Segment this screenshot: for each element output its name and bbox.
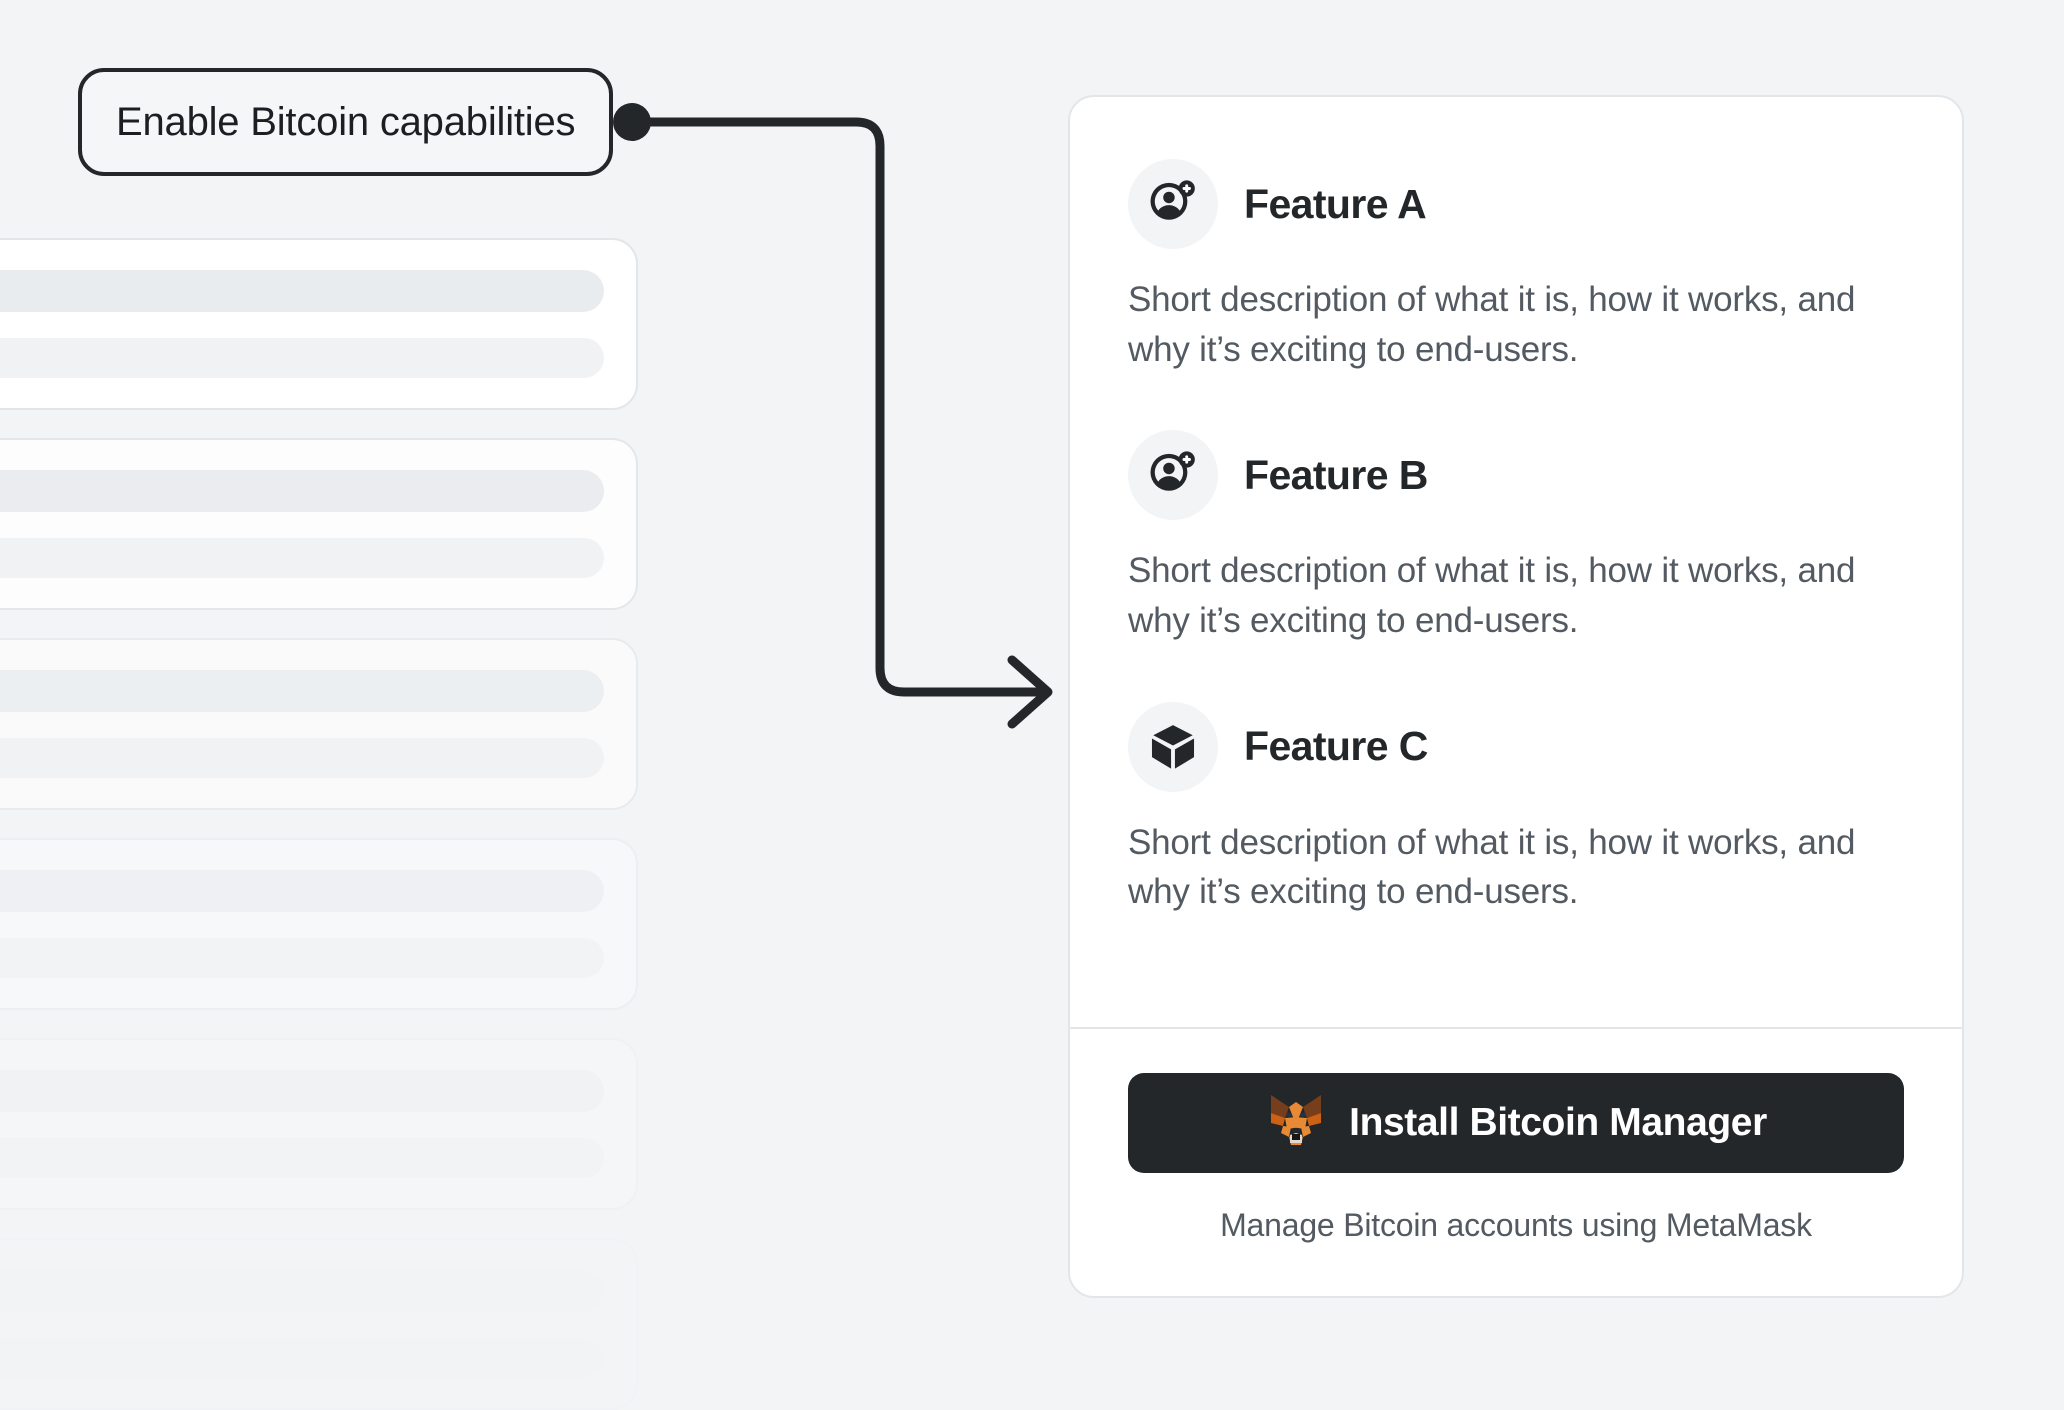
feature-title: Feature A [1244,180,1427,227]
feature-description: Short description of what it is, how it … [1128,551,1856,641]
placeholder-bar-primary [0,1270,604,1312]
features-list: Feature A Short description of what it i… [1070,97,1962,1027]
feature-title: Feature B [1244,451,1428,498]
placeholder-bar-primary [0,1070,604,1112]
feature-item: Feature A Short description of what it i… [1128,159,1904,374]
account-add-icon [1128,430,1218,521]
feature-header: Feature C [1128,701,1904,792]
background-placeholder-list [0,238,638,1410]
footer-caption: Manage Bitcoin accounts using MetaMask [1220,1207,1812,1243]
feature-item: Feature C Short description of what it i… [1128,701,1904,917]
placeholder-card [0,838,638,1010]
feature-description: Short description of what it is, how it … [1128,822,1856,912]
feature-title: Feature C [1244,723,1428,770]
placeholder-bar-secondary [0,937,604,978]
card-footer: Install Bitcoin Manager Manage Bitcoin a… [1070,1029,1962,1296]
placeholder-card [0,1238,638,1410]
placeholder-card [0,238,638,410]
cube-icon [1128,701,1218,792]
connector-anchor-dot [613,103,651,141]
card-divider [1070,1027,1962,1029]
placeholder-bar-secondary [0,1137,604,1178]
account-add-icon [1128,159,1218,249]
metamask-fox-icon [1265,1093,1327,1154]
placeholder-bar-secondary [0,337,604,378]
placeholder-bar-primary [0,670,604,712]
placeholder-card [0,1038,638,1210]
feature-card: Feature A Short description of what it i… [1068,95,1964,1298]
feature-item: Feature B Short description of what it i… [1128,430,1904,645]
placeholder-bar-secondary [0,737,604,778]
placeholder-bar-primary [0,270,604,312]
placeholder-card [0,438,638,610]
placeholder-bar-primary [0,870,604,912]
connector-path [627,117,1045,697]
placeholder-card [0,638,638,810]
connector-arrowhead [1007,655,1053,729]
annotation-label: Enable Bitcoin capabilities [78,68,614,176]
install-button-label: Install Bitcoin Manager [1349,1101,1767,1144]
install-bitcoin-manager-button[interactable]: Install Bitcoin Manager [1128,1073,1904,1173]
placeholder-bar-primary [0,470,604,512]
feature-description: Short description of what it is, how it … [1128,280,1856,369]
feature-header: Feature A [1128,159,1904,249]
placeholder-bar-secondary [0,1337,604,1378]
placeholder-bar-secondary [0,537,604,578]
feature-header: Feature B [1128,430,1904,521]
